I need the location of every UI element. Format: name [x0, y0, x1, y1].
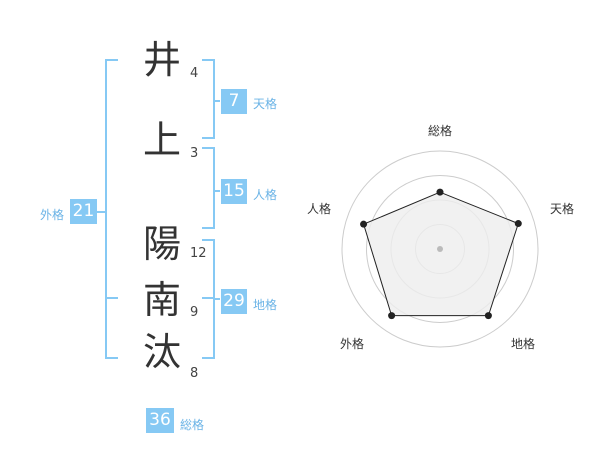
radar-polygon: [362, 191, 519, 317]
jinkaku-value: 15: [221, 179, 247, 204]
name-char-4: 南: [142, 278, 181, 322]
name-char-3: 陽: [142, 222, 181, 266]
stroke-count-5: 8: [190, 366, 199, 381]
radar-point-3: [484, 312, 492, 320]
gaikaku-value: 21: [70, 199, 97, 224]
radar-axis-label-soukaku: 総格: [428, 124, 453, 138]
radar-point-5: [360, 220, 368, 228]
gaikaku-label: 外格: [40, 208, 65, 222]
chikaku-label: 地格: [253, 298, 278, 312]
tenkaku-label: 天格: [253, 97, 278, 111]
radar-point-1: [436, 188, 444, 196]
radar-ring: [366, 175, 514, 323]
radar-axis-label-gaikaku: 外格: [340, 337, 365, 351]
jinkaku-label: 人格: [253, 188, 278, 202]
stroke-count-4: 9: [190, 305, 199, 320]
gaikaku-bracket: [105, 59, 118, 359]
name-char-5: 汰: [142, 330, 181, 374]
tenkaku-bracket: [202, 59, 215, 139]
soukaku-label: 総格: [180, 418, 205, 432]
jinkaku-bracket: [202, 147, 215, 229]
stroke-count-2: 3: [190, 146, 199, 161]
name-char-1: 井: [142, 38, 181, 82]
radar-point-2: [514, 220, 522, 228]
name-char-2: 上: [142, 118, 181, 162]
radar-ring: [341, 150, 539, 348]
radar-axis-label-chikaku: 地格: [511, 337, 536, 351]
chikaku-value: 29: [221, 289, 247, 314]
radar-center-dot: [437, 246, 443, 252]
radar-axis-label-jinkaku: 人格: [307, 202, 332, 216]
tenkaku-value: 7: [221, 89, 247, 114]
stroke-count-1: 4: [190, 66, 199, 81]
radar-axis-label-tenkaku: 天格: [550, 202, 575, 216]
stroke-count-3: 12: [190, 246, 207, 261]
soukaku-value: 36: [146, 408, 174, 433]
radar-point-4: [388, 312, 396, 320]
